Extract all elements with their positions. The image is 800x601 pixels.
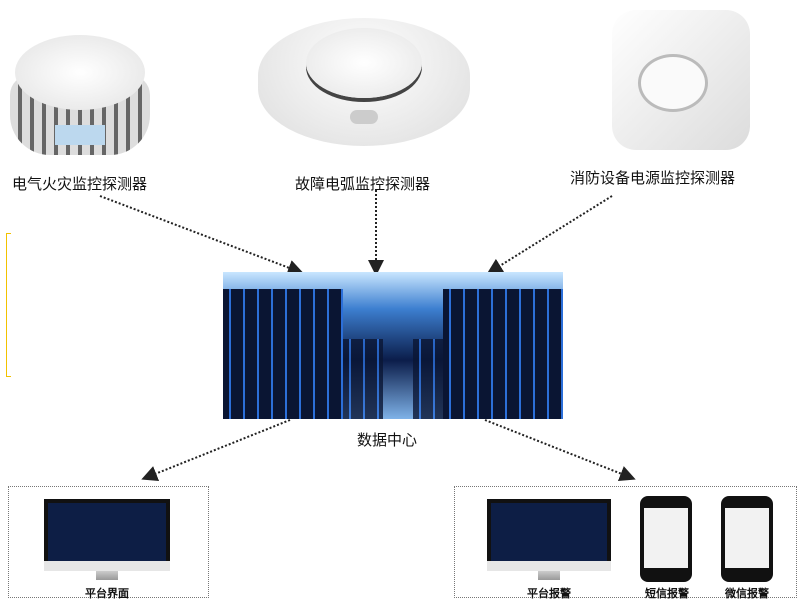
platform-box xyxy=(8,486,209,598)
electrical-fire-detector-image xyxy=(10,35,150,155)
arrow-device1-to-center xyxy=(99,195,304,276)
sms-alarm-label: 短信报警 xyxy=(645,587,689,600)
device-label-power-monitor: 消防设备电源监控探测器 xyxy=(570,169,736,187)
data-center-label: 数据中心 xyxy=(357,431,418,449)
platform-alarm-label: 平台报警 xyxy=(527,587,571,600)
arrow-device3-to-center xyxy=(486,195,613,275)
alerts-box xyxy=(454,486,797,598)
platform-ui-label: 平台界面 xyxy=(85,587,129,600)
data-center-image xyxy=(223,272,563,419)
device-label-arc-fault: 故障电弧监控探测器 xyxy=(295,175,431,193)
arc-fault-detector-image xyxy=(258,18,470,146)
sms-phone xyxy=(640,496,692,582)
wechat-phone xyxy=(721,496,773,582)
wechat-alarm-label: 微信报警 xyxy=(725,587,769,600)
device-label-electrical-fire: 电气火灾监控探测器 xyxy=(12,175,148,193)
arrow-center-to-alerts xyxy=(484,419,636,482)
arrow-center-to-platform xyxy=(141,419,291,481)
yellow-bracket xyxy=(6,233,11,377)
power-monitor-detector-image xyxy=(612,10,750,150)
